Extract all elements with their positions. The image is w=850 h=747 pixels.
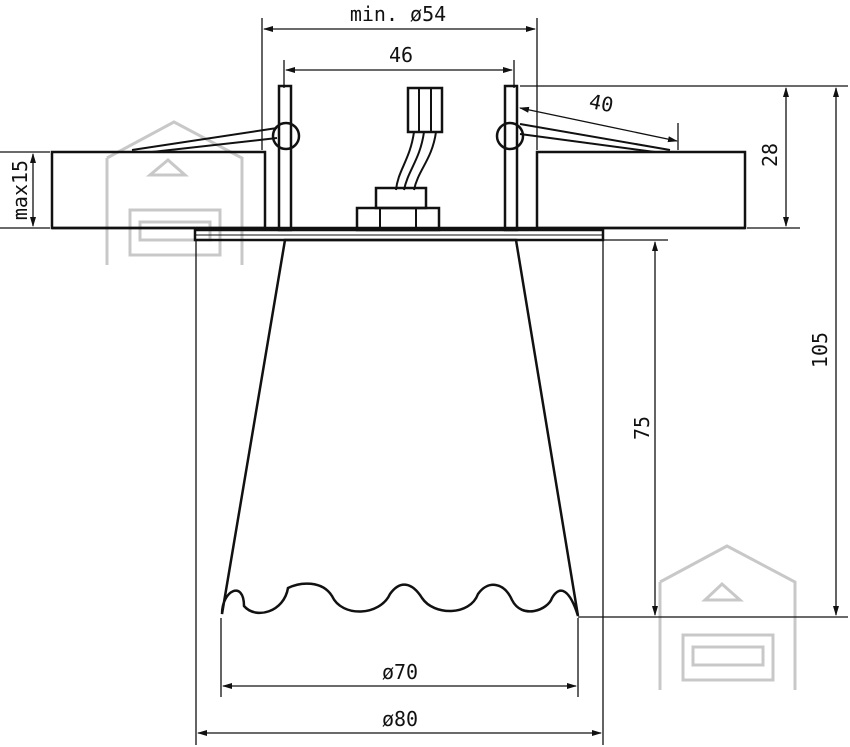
spring-post-left (277, 84, 293, 232)
label-shade-height: 75 (630, 416, 654, 440)
spring-arm-left (131, 127, 278, 151)
label-shade-bottom-dia: ø70 (382, 660, 418, 684)
dimension-flange-dia: ø80 (195, 240, 604, 745)
ceiling-slab-left (50, 150, 267, 230)
spring-coil-left (271, 121, 301, 151)
label-total-height: 105 (808, 332, 832, 368)
dimension-shade-height: 75 (603, 239, 668, 616)
socket-block (374, 186, 428, 210)
dimension-shade-bottom-dia: ø70 (220, 618, 579, 697)
glass-shade (220, 238, 580, 617)
spring-coil-right (495, 121, 525, 151)
dimension-total-height: 105 (578, 85, 848, 618)
socket-base (355, 206, 441, 232)
house-sofa-icon (658, 544, 797, 690)
label-spring-span: 46 (389, 43, 413, 67)
label-spring-length: 40 (587, 89, 615, 117)
ceiling-slab-right (535, 150, 747, 230)
label-min-cutout: min. ø54 (350, 2, 446, 26)
label-flange-dia: ø80 (382, 707, 418, 731)
dimension-mount-height: 28 (520, 85, 800, 229)
label-mount-height: 28 (758, 143, 782, 167)
dimension-max-ceiling: max15 (0, 151, 50, 229)
connector-plug (406, 86, 444, 134)
spring-post-right (503, 84, 519, 232)
wires (395, 131, 437, 191)
dimension-spring-span: 46 (283, 43, 515, 88)
dimension-min-cutout: min. ø54 (261, 2, 538, 150)
dimension-spring-length: 40 (519, 89, 679, 150)
label-max-ceiling: max15 (8, 160, 32, 220)
